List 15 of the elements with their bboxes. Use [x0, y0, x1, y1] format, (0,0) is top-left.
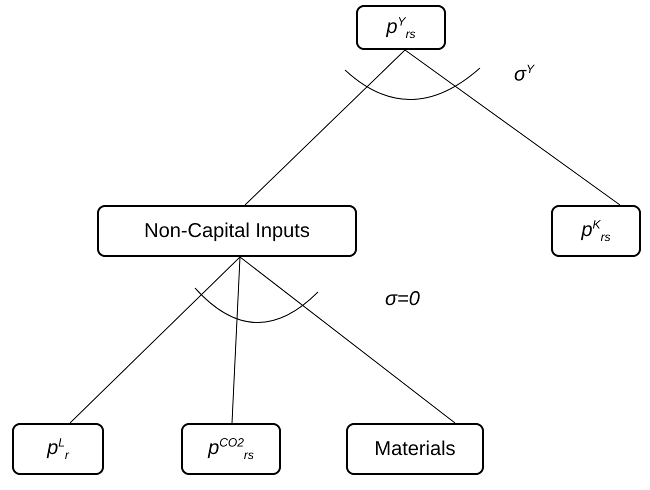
node-label: Non-Capital Inputs	[144, 220, 310, 242]
connector-line	[240, 256, 456, 424]
node-label: Materials	[374, 438, 456, 460]
elasticity-label: σ=0	[385, 288, 420, 311]
price-box	[181, 423, 281, 475]
price-box	[12, 423, 104, 475]
price-box	[346, 423, 484, 475]
connector-line	[70, 256, 240, 424]
connector-line	[244, 50, 406, 206]
price-box	[551, 205, 641, 257]
connector-line	[404, 50, 620, 206]
elasticity-label: σ$^{Y}$	[514, 62, 534, 87]
price-box	[356, 5, 446, 50]
price-box	[97, 205, 357, 257]
connector-line	[232, 256, 240, 424]
